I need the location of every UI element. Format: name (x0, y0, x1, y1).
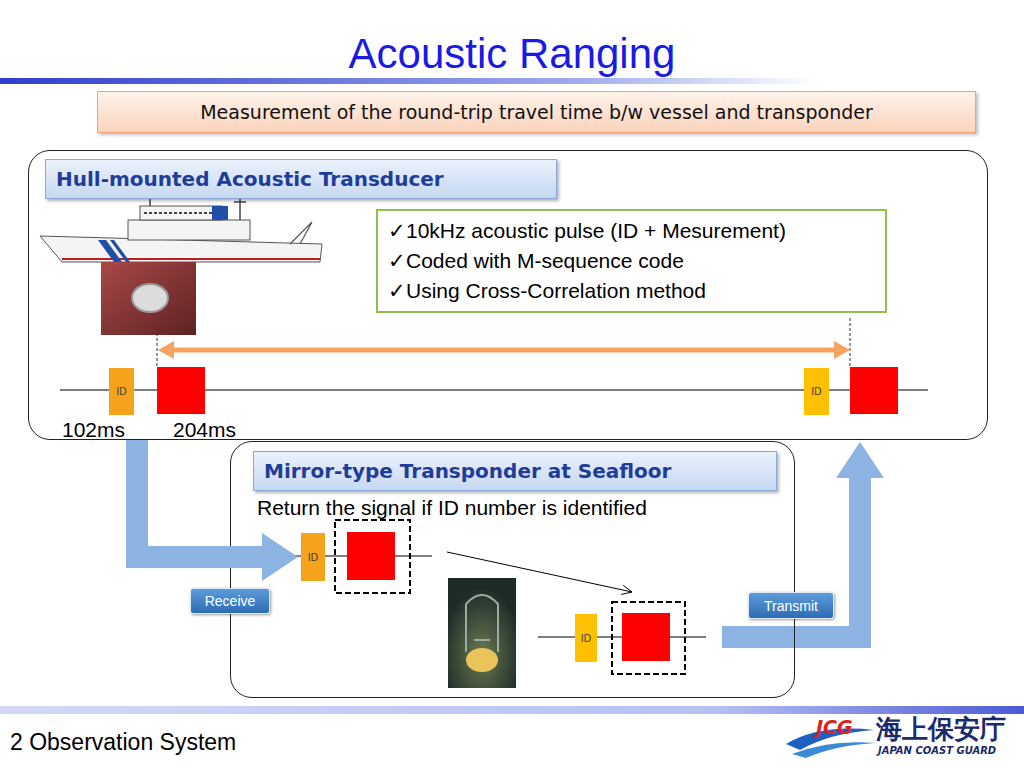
ship-waterline (62, 258, 320, 260)
panel-heading: Hull-mounted Acoustic Transducer (56, 167, 444, 191)
panel-note: Return the signal if ID number is identi… (257, 496, 647, 520)
vessel-panel: Hull-mounted Acoustic Transducer ✓10kHz a… (28, 150, 988, 440)
arrow-head (158, 341, 174, 359)
action-button: Receive (190, 588, 270, 614)
flow-arrow (795, 478, 860, 637)
flow-arrow (137, 440, 262, 557)
bullet-item: ✓Using Cross-Correlation method (388, 276, 875, 306)
box-label: Transmit (764, 598, 818, 614)
panel-heading: Mirror-type Transponder at Seafloor (264, 459, 671, 483)
title-rule (0, 78, 1024, 84)
transducer-photo (101, 262, 196, 335)
bullet-item: ✓10kHz acoustic pulse (ID + Mesurement) (388, 216, 875, 246)
panel-heading-box: Mirror-type Transponder at Seafloor (253, 451, 777, 491)
id-pulse: ID (575, 614, 597, 662)
logo-text: JAPAN COAST GUARD (878, 745, 996, 756)
measurement-pulse (850, 367, 898, 414)
slide-footer: 2 Observation System (10, 729, 236, 756)
time-marker (157, 318, 850, 367)
logo-text: JCG (816, 716, 853, 738)
feature-list-box: ✓10kHz acoustic pulse (ID + Mesurement)✓… (376, 209, 887, 313)
transponder-frame (466, 595, 498, 652)
time-label: 102ms (62, 418, 125, 442)
note-box: Measurement of the round-trip travel tim… (97, 91, 976, 133)
measurement-pulse (622, 613, 670, 661)
ship-crane (290, 222, 312, 244)
ship-deckhouse (128, 220, 250, 240)
ship-windows (144, 212, 218, 214)
bullet-item: ✓Coded with M-sequence code (388, 246, 875, 276)
box-label: ID (116, 386, 127, 397)
pulse-frame (612, 602, 685, 674)
arrow-head (621, 585, 632, 594)
transducer-face (132, 284, 168, 312)
box-label: ID (811, 386, 822, 397)
logo-text: 海上保安庁 (876, 712, 1006, 747)
panel-heading-box: Hull-mounted Acoustic Transducer (45, 159, 557, 199)
logo-swoosh (792, 742, 876, 758)
ship-funnel-mark (212, 206, 228, 220)
transponder-photo (448, 578, 516, 688)
id-pulse: ID (301, 533, 325, 581)
arrow-head (834, 341, 850, 359)
time-label: 204ms (173, 418, 236, 442)
box-label: Receive (205, 593, 256, 609)
transponder-panel: Mirror-type Transponder at SeafloorRetur… (230, 441, 795, 698)
box-label: Measurement of the round-trip travel tim… (200, 101, 873, 123)
id-pulse: ID (804, 368, 829, 415)
measurement-pulse (157, 367, 205, 414)
return-arrow-tail (722, 626, 796, 648)
box-label: ID (308, 552, 319, 563)
id-pulse: ID (109, 368, 134, 415)
slide-title: Acoustic Ranging (0, 30, 1024, 78)
footer-rule (0, 706, 1024, 714)
transponder-body (466, 648, 498, 672)
action-button: Transmit (748, 592, 834, 619)
ship-bridge (140, 206, 222, 220)
box-label: ID (581, 633, 592, 644)
travel-time-arrow (170, 348, 838, 353)
measurement-pulse (347, 532, 395, 580)
ship-stripe (110, 240, 130, 262)
pulse-frame (335, 520, 410, 593)
